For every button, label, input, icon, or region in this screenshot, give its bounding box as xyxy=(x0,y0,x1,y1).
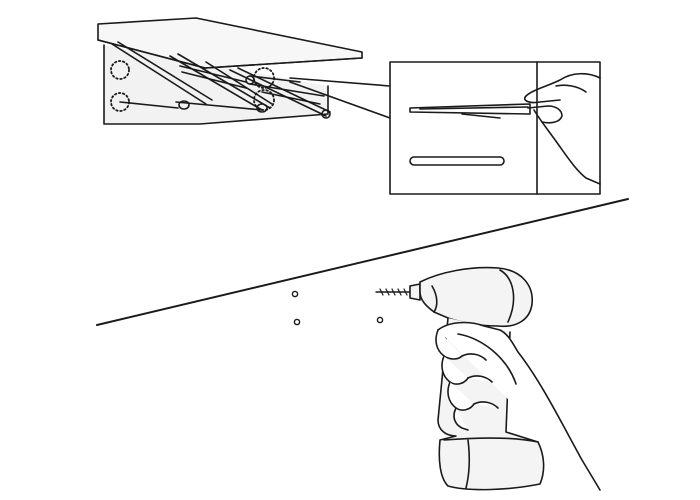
magnified-detail-icon xyxy=(389,61,601,195)
drill-hole-marks xyxy=(291,290,384,326)
detail-leader-line xyxy=(289,77,391,87)
hand-icon xyxy=(435,321,601,491)
screw-hole-markers xyxy=(110,60,275,112)
shelf-bracket-icon xyxy=(111,41,331,119)
hand-icon xyxy=(524,72,601,185)
mounted-shelf xyxy=(97,17,391,125)
detail-leader-line xyxy=(289,81,391,119)
wall-edge-line xyxy=(96,198,629,326)
shelf-board-front xyxy=(97,39,363,69)
